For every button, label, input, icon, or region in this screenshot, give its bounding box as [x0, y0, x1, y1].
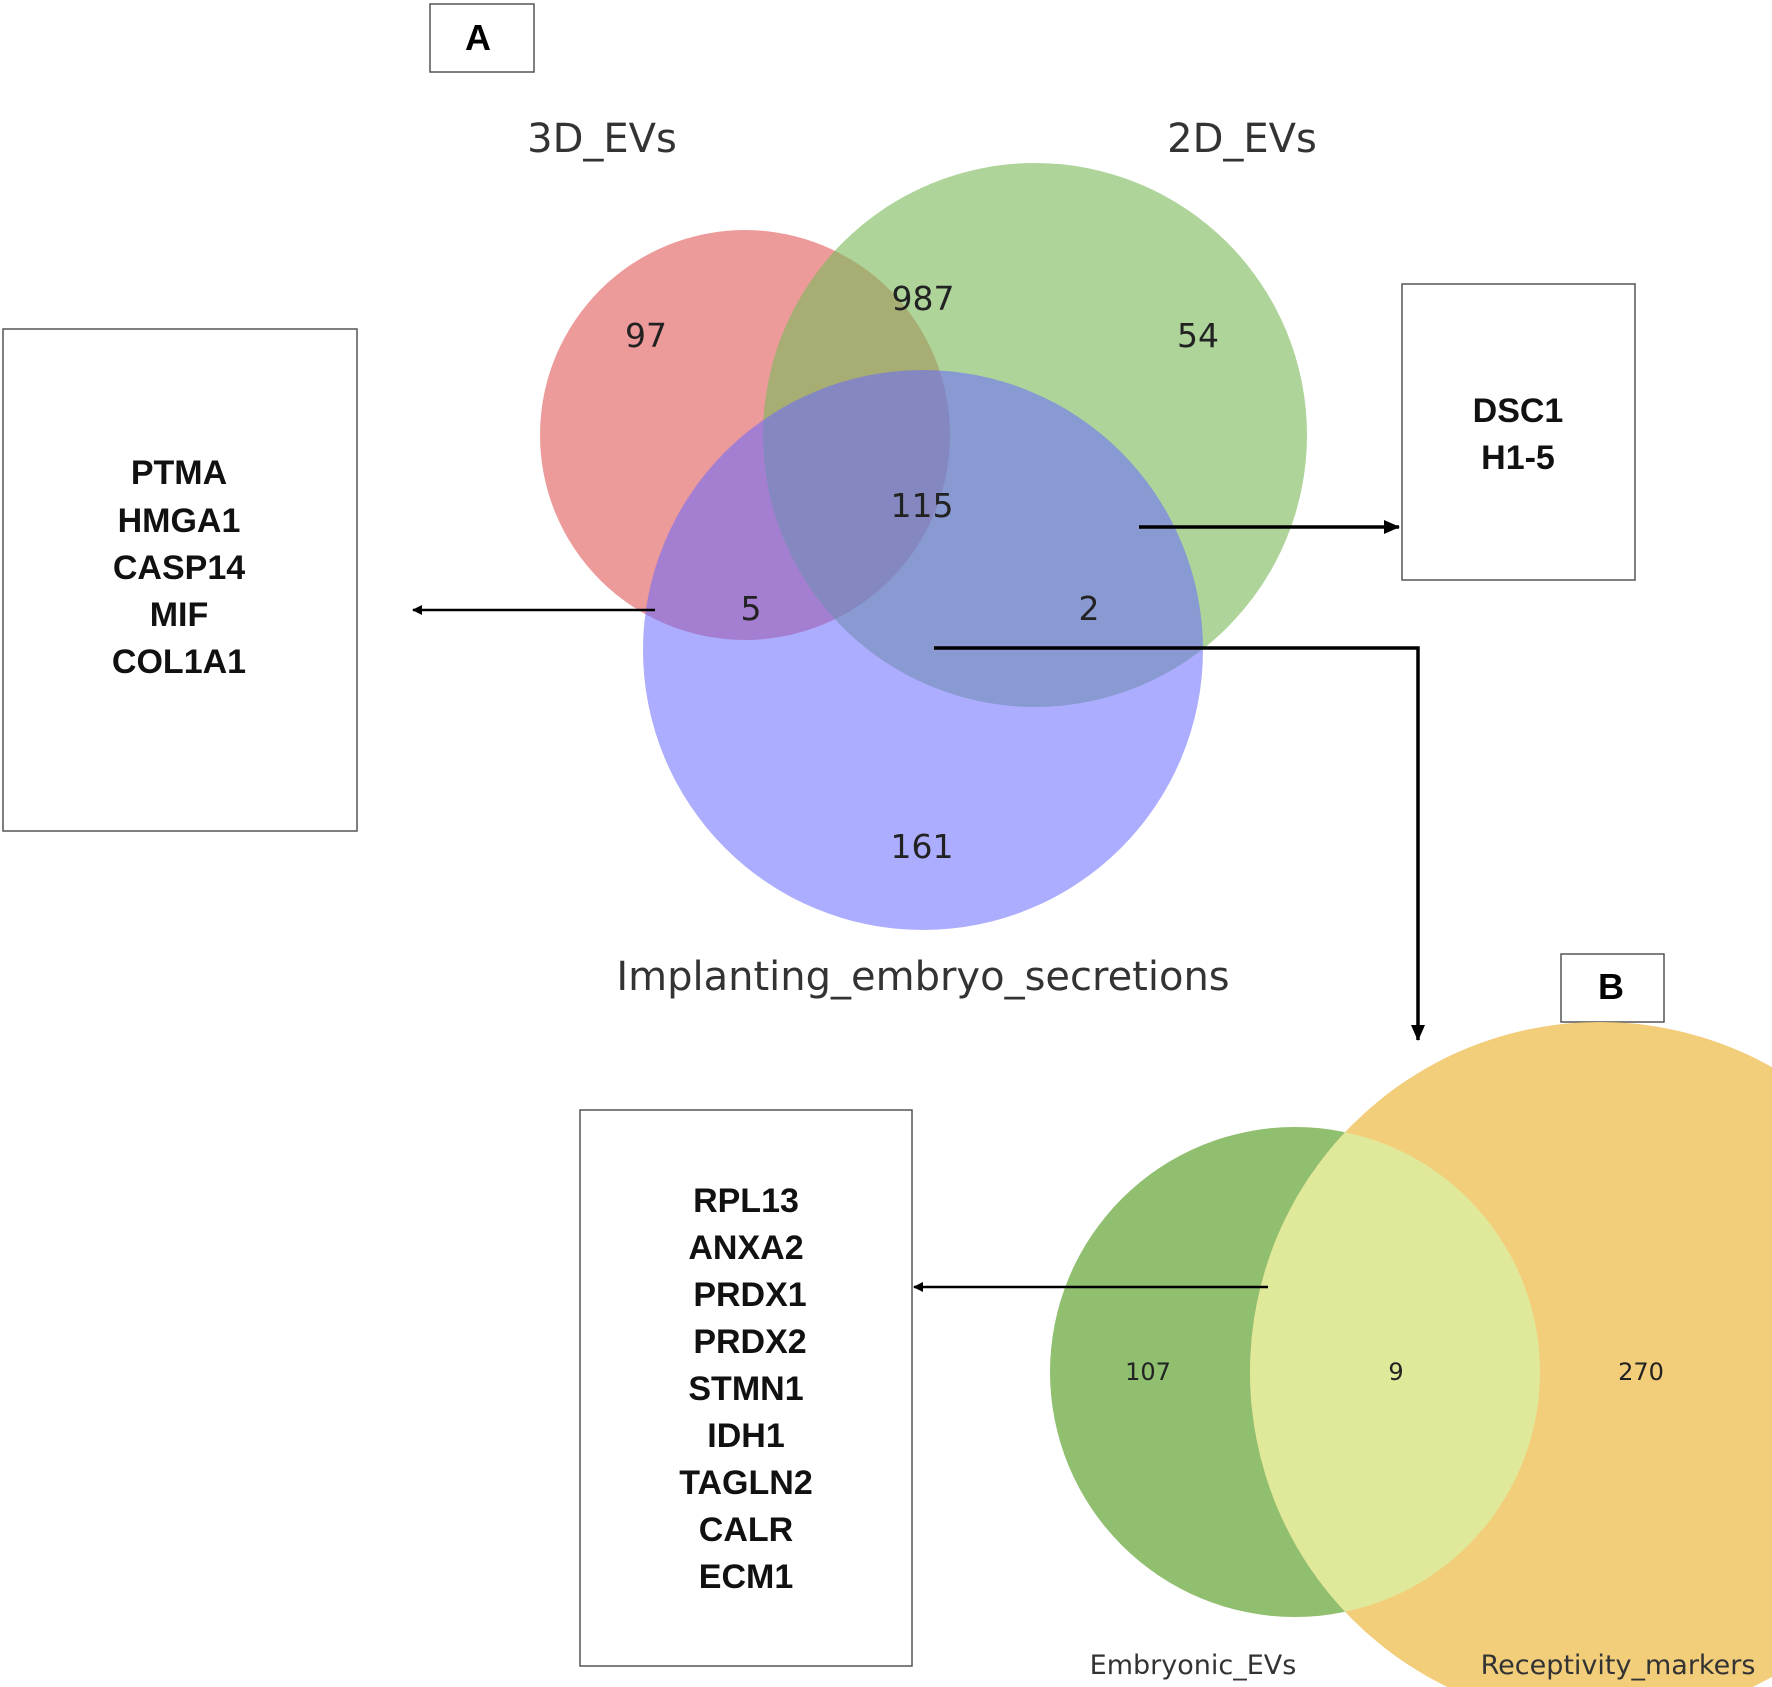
panel-a-letter: A — [465, 17, 491, 58]
gene-item: ECM1 — [699, 1558, 793, 1596]
gene-item: RPL13 — [693, 1182, 799, 1220]
gene-box-embryonic-receptivity-frame — [579, 1109, 913, 1667]
count-only-receptivity-markers: 270 — [1618, 1358, 1664, 1386]
count-only-3d-evs: 97 — [625, 316, 667, 355]
count-only-implanting: 161 — [891, 827, 954, 866]
gene-item: MIF — [150, 596, 209, 634]
gene-item: CASP14 — [113, 549, 245, 587]
gene-item: DSC1 — [1473, 392, 1564, 430]
panel-a-label: A — [429, 3, 535, 73]
set-label-implanting-embryo-secretions: Implanting_embryo_secretions — [616, 954, 1229, 1000]
gene-item: PRDX1 — [693, 1276, 806, 1314]
gene-box-2d-implanting: DSC1 H1-5 — [1401, 283, 1636, 581]
gene-item: IDH1 — [707, 1417, 784, 1455]
gene-item: PTMA — [131, 454, 227, 492]
set-label-embryonic-evs: Embryonic_EVs — [1090, 1650, 1297, 1681]
gene-item: HMGA1 — [118, 502, 241, 540]
count-3d-and-2d: 987 — [892, 279, 955, 318]
panel-b-label-box — [1560, 953, 1665, 1023]
gene-box-3d-implanting: PTMA HMGA1 CASP14 MIF COL1A1 — [2, 328, 358, 832]
gene-item: ANXA2 — [688, 1229, 803, 1267]
venn-a — [540, 163, 1307, 930]
gene-item: PRDX2 — [693, 1323, 806, 1361]
count-3d-and-implanting: 5 — [741, 589, 762, 628]
gene-item: STMN1 — [688, 1370, 803, 1408]
set-label-receptivity-markers: Receptivity_markers — [1481, 1650, 1756, 1681]
gene-item: H1-5 — [1481, 439, 1555, 477]
count-only-embryonic-evs: 107 — [1125, 1358, 1171, 1386]
gene-item: TAGLN2 — [679, 1464, 812, 1502]
venn-overlap-embryonic-receptivity — [1250, 1127, 1540, 1617]
venn-circle-implanting-embryo-secretions — [643, 370, 1203, 930]
gene-box-2d-implanting-frame — [1401, 283, 1636, 581]
count-embryonic-receptivity-overlap: 9 — [1388, 1358, 1403, 1386]
set-label-2d-evs: 2D_EVs — [1167, 116, 1317, 162]
gene-box-3d-implanting-frame — [2, 328, 358, 832]
panel-b-label: B — [1560, 953, 1665, 1023]
gene-box-embryonic-receptivity: RPL13 ANXA2 PRDX1 PRDX2 STMN1 IDH1 TAGLN… — [579, 1109, 913, 1667]
set-label-3d-evs: 3D_EVs — [527, 116, 677, 162]
panel-a-label-box — [429, 3, 535, 73]
count-all-three: 115 — [891, 486, 954, 525]
gene-item: CALR — [699, 1511, 793, 1549]
gene-item: COL1A1 — [112, 643, 246, 681]
count-only-2d-evs: 54 — [1177, 316, 1219, 355]
arrow-to-panel-b — [934, 646, 1425, 1041]
count-2d-and-implanting: 2 — [1079, 589, 1100, 628]
panel-b-letter: B — [1598, 966, 1624, 1007]
venn-b — [1050, 1022, 1772, 1687]
